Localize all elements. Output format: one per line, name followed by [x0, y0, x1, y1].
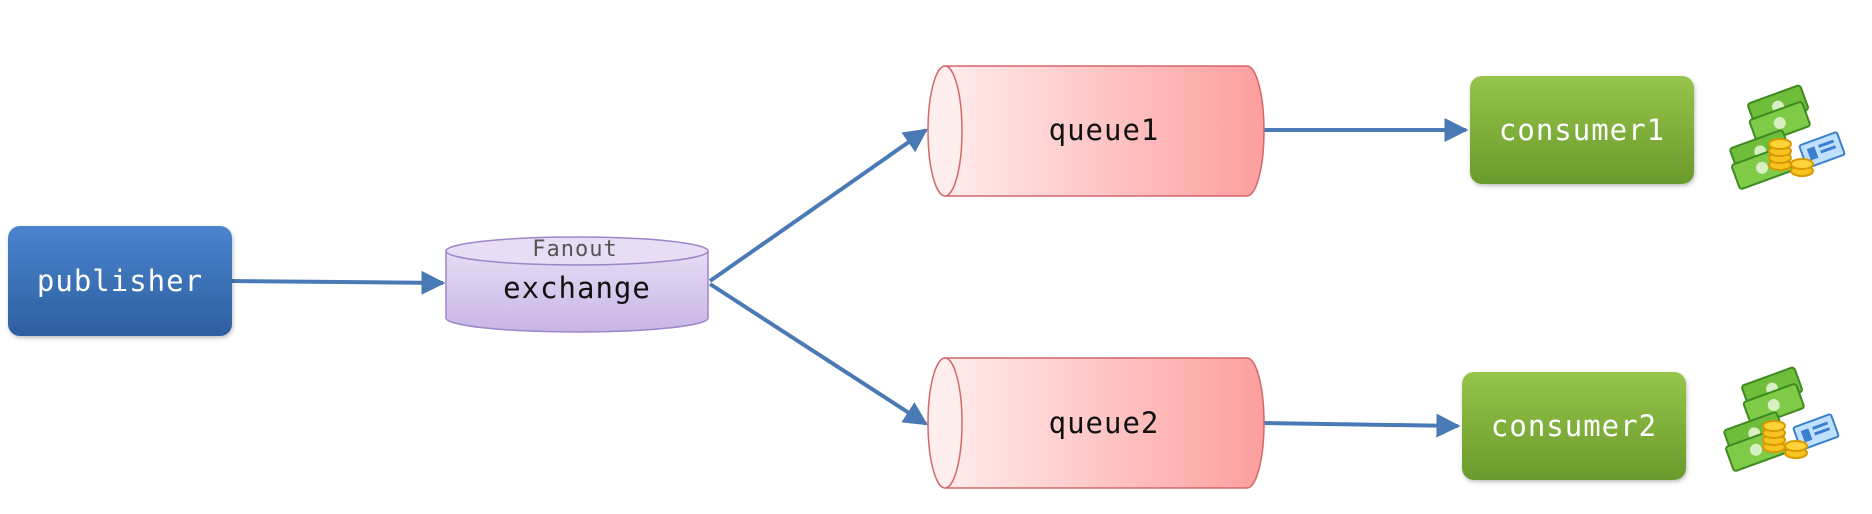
edges — [231, 118, 1469, 438]
consumer1-label: consumer1 — [1499, 113, 1665, 147]
edge-publisher-exchange — [231, 270, 446, 295]
publisher-node: publisher — [8, 226, 232, 336]
queue1-node: queue1 — [927, 65, 1265, 197]
consumer2-node: consumer2 — [1462, 372, 1686, 480]
edge-queue2-consumer2 — [1263, 413, 1461, 438]
exchange-node: Fanout exchange — [445, 236, 709, 333]
queue1-label: queue1 — [1049, 113, 1160, 147]
exchange-label: exchange — [503, 271, 651, 305]
exchange-type-label: Fanout — [532, 237, 617, 262]
consumer2-label: consumer2 — [1491, 409, 1657, 443]
queue2-node: queue2 — [927, 357, 1265, 489]
edge-exchange-queue2 — [708, 282, 929, 426]
queue2-label: queue2 — [1049, 406, 1160, 440]
edge-exchange-queue1 — [708, 128, 928, 283]
money-icon — [1729, 84, 1846, 190]
money-icon — [1723, 366, 1840, 472]
publisher-label: publisher — [37, 264, 203, 298]
consumer1-node: consumer1 — [1470, 76, 1694, 184]
